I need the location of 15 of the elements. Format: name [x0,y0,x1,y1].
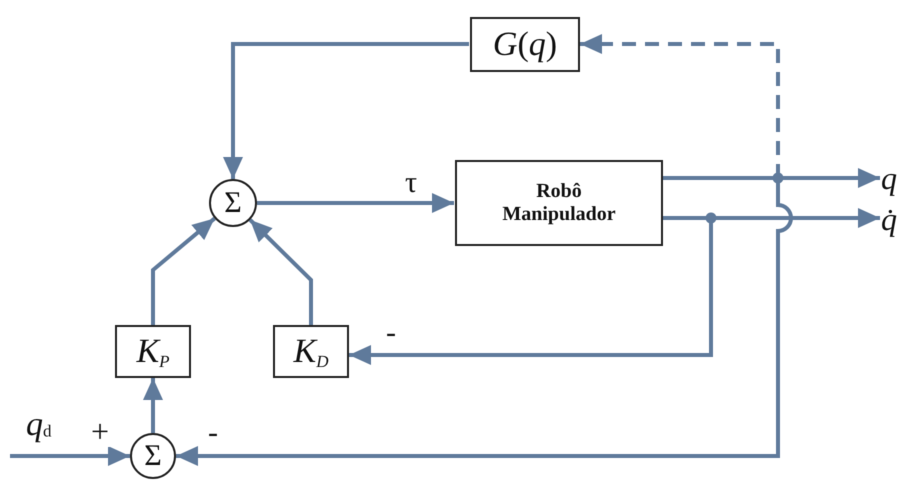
summing-junction: Σ [130,433,176,479]
arrow [257,193,454,213]
block: K$_{P}$ [115,325,191,378]
arrow [143,378,163,433]
arrow [176,176,793,466]
arrow [248,218,313,325]
signal-label: q̇ [881,198,897,240]
arrow [10,446,130,466]
block: K$_{D}$ [273,325,349,378]
arrow [223,42,469,179]
signal-label: q [881,160,897,196]
block: Robô Manipulador [455,160,663,246]
block: G(q) [470,17,580,72]
summing-junction: Σ [209,179,257,227]
arrow [151,216,216,325]
